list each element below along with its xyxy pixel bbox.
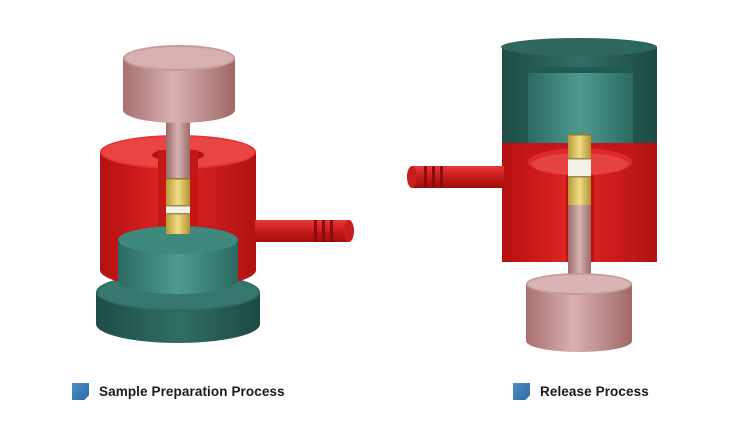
left-piston-stem: [166, 118, 190, 180]
right-upper-housing: [501, 38, 657, 146]
legend-release: Release Process: [513, 383, 649, 400]
legend-square-icon: [513, 383, 530, 400]
left-inner-dome: [118, 226, 238, 294]
right-sample: [568, 134, 591, 206]
right-side-tube: [407, 166, 504, 188]
sample-preparation-apparatus: [96, 45, 354, 343]
release-apparatus: [407, 38, 657, 352]
legend-square-icon: [72, 383, 89, 400]
left-side-tube: [255, 220, 354, 242]
legend-sample-preparation: Sample Preparation Process: [72, 383, 285, 400]
right-piston-head: [526, 273, 632, 352]
right-piston-stem: [568, 205, 591, 283]
left-piston-head: [123, 45, 235, 123]
legend-label: Sample Preparation Process: [99, 384, 285, 399]
left-sample: [166, 178, 190, 234]
legend-label: Release Process: [540, 384, 649, 399]
